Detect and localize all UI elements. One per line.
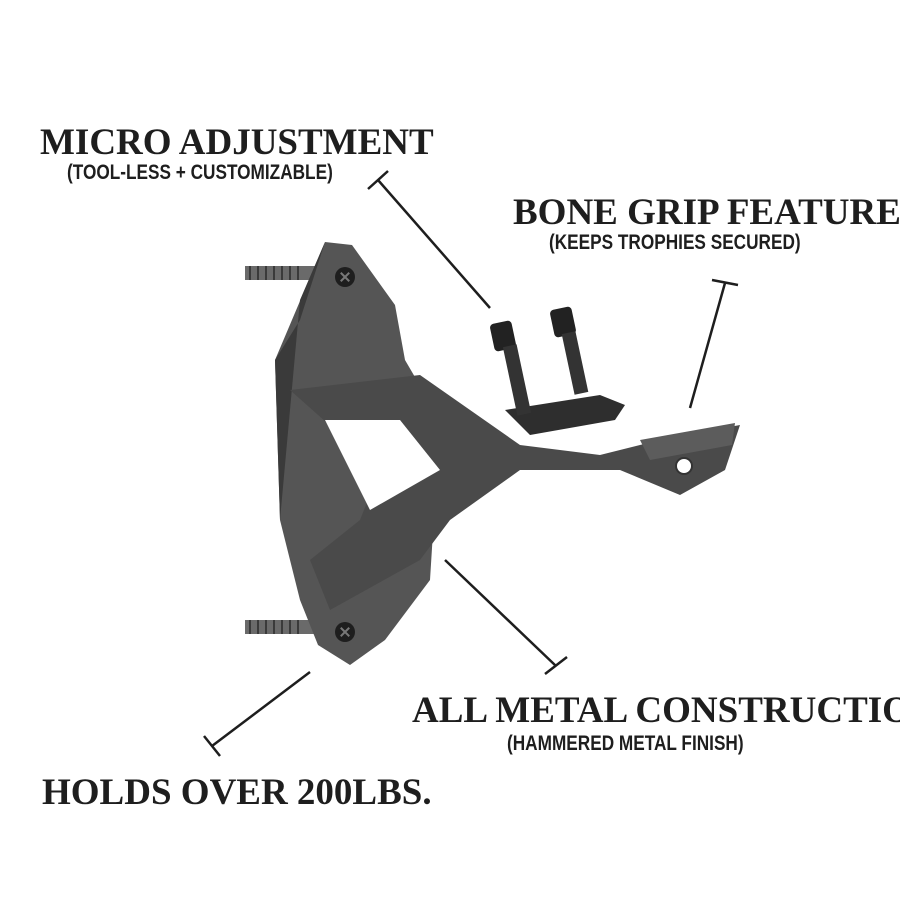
adjustment-bolt-left	[490, 320, 532, 416]
arm-cutout	[325, 420, 440, 510]
plate-side	[275, 242, 325, 520]
callout-line-micro	[367, 170, 491, 309]
all-metal-title: ALL METAL CONSTRUCTION	[412, 690, 900, 731]
holds-weight-title: HOLDS OVER 200LBS.	[42, 772, 432, 813]
micro-adjustment-subtitle: (TOOL-LESS + CUSTOMIZABLE)	[67, 161, 333, 184]
micro-adjustment-title: MICRO ADJUSTMENT	[40, 122, 434, 163]
screw-head-bottom	[335, 622, 355, 642]
all-metal-subtitle: (HAMMERED METAL FINISH)	[507, 732, 744, 755]
bone-grip-subtitle: (KEEPS TROPHIES SECURED)	[549, 231, 801, 254]
callout-line-all-metal	[444, 559, 568, 675]
callout-line-bone-grip	[688, 278, 739, 409]
clamp-block	[505, 395, 625, 435]
bone-grip-title: BONE GRIP FEATURE	[513, 192, 900, 233]
grip-hole	[675, 457, 693, 475]
wall-screw-top	[245, 266, 315, 280]
adjustment-bolt-right	[550, 306, 589, 395]
screw-head-top	[335, 267, 355, 287]
callout-line-holds	[203, 671, 311, 757]
bone-grip-teeth	[640, 423, 735, 460]
wall-screw-bottom	[245, 620, 315, 634]
